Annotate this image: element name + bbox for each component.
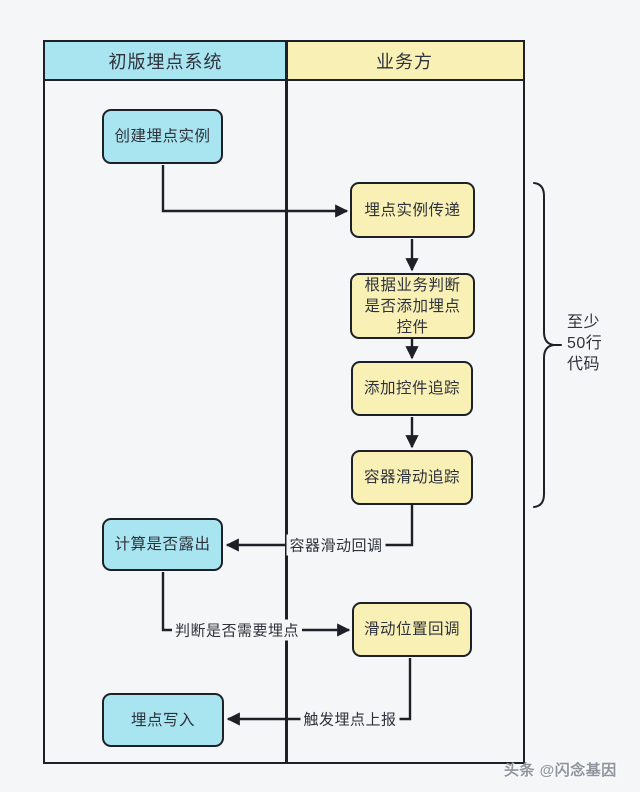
node-create-instance: 创建埋点实例 (102, 109, 223, 164)
watermark-text: 头条 @闪念基因 (504, 762, 617, 779)
lane-header-business-side: 业务方 (286, 40, 525, 81)
lane-header-row: 初版埋点系统 业务方 (43, 40, 525, 81)
edge-label-judge-need-tracking: 判断是否需要埋点 (171, 619, 303, 641)
node-instance-pass: 埋点实例传递 (350, 182, 475, 238)
node-container-slide-track: 容器滑动追踪 (351, 450, 473, 505)
edge-slidecallback-to-write (226, 658, 412, 726)
brace-annotation-code-lines: 至少 50行 代码 (567, 314, 603, 373)
edge-create-to-pass (161, 165, 349, 218)
lane-divider (285, 40, 288, 764)
node-add-control-track: 添加控件追踪 (351, 361, 473, 416)
node-judge-add-control: 根据业务判断是否添加埋点控件 (350, 273, 475, 339)
node-calc-exposure: 计算是否露出 (102, 518, 223, 571)
node-slide-position-callback: 滑动位置回调 (352, 602, 472, 657)
node-write-point: 埋点写入 (102, 693, 224, 747)
code-lines-brace (533, 182, 562, 508)
edge-label-container-slide-callback: 容器滑动回调 (286, 534, 386, 556)
lane-header-tracking-system: 初版埋点系统 (43, 40, 286, 81)
edge-label-trigger-report: 触发埋点上报 (300, 708, 400, 730)
